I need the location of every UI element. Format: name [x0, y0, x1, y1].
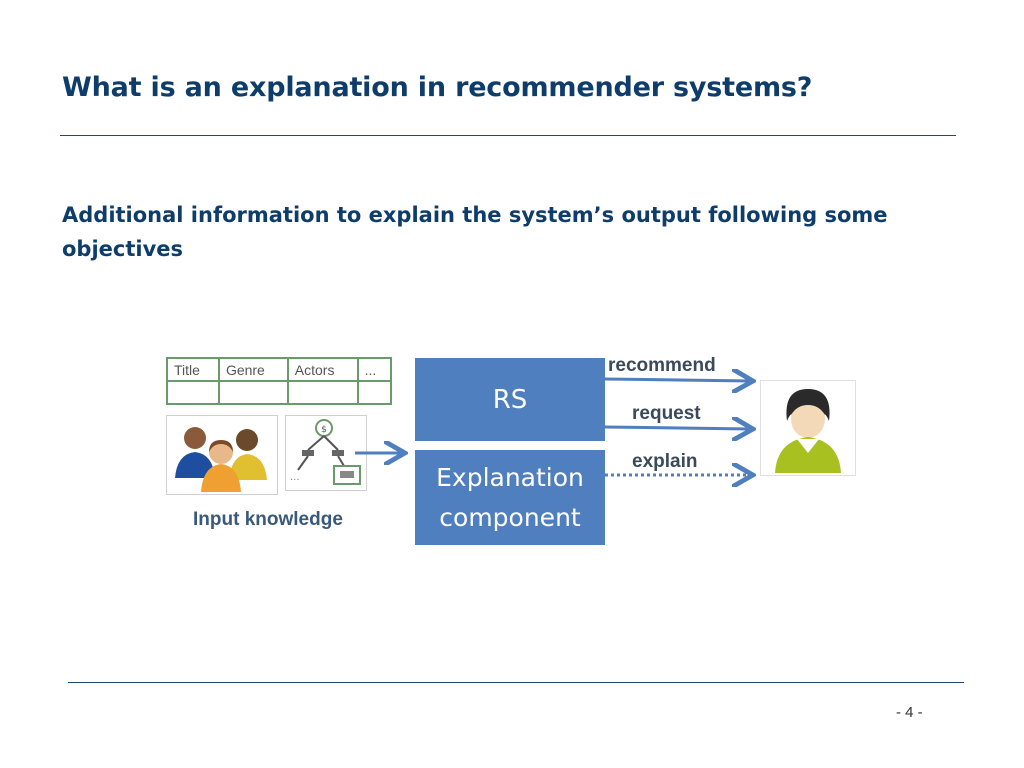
recommend-label: recommend — [608, 355, 716, 376]
footer-divider — [68, 682, 964, 683]
user-icon — [760, 380, 856, 476]
table-empty-cell — [286, 380, 359, 405]
slide-subtitle: Additional information to explain the sy… — [62, 203, 888, 261]
table-empty-cell — [217, 380, 289, 405]
users-group-icon — [166, 415, 278, 495]
input-attribute-table: Title Genre Actors ... — [166, 357, 393, 405]
svg-text:...: ... — [290, 472, 300, 483]
explanation-box-line2: component — [439, 502, 581, 532]
title-divider — [60, 135, 956, 136]
request-arrow — [604, 427, 750, 429]
recommend-arrow — [604, 379, 750, 381]
request-label: request — [632, 403, 701, 424]
explain-label: explain — [632, 451, 698, 472]
explanation-component-box: Explanation component — [415, 450, 605, 545]
explanation-box-line1: Explanation — [436, 462, 584, 492]
table-header-cell: ... — [356, 357, 393, 382]
input-knowledge-label: Input knowledge — [193, 509, 343, 530]
table-header-cell: Title — [166, 357, 220, 382]
rs-box: RS — [415, 358, 605, 441]
table-header-cell: Genre — [217, 357, 289, 382]
page-number: - 4 - — [896, 704, 923, 721]
table-header-cell: Actors — [286, 357, 359, 382]
svg-text:$: $ — [321, 425, 327, 435]
slide-title: What is an explanation in recommender sy… — [62, 72, 813, 103]
decision-tree-icon: $ ... — [285, 415, 367, 491]
table-empty-cell — [356, 380, 393, 405]
rs-box-label: RS — [492, 384, 528, 415]
table-empty-cell — [166, 380, 220, 405]
